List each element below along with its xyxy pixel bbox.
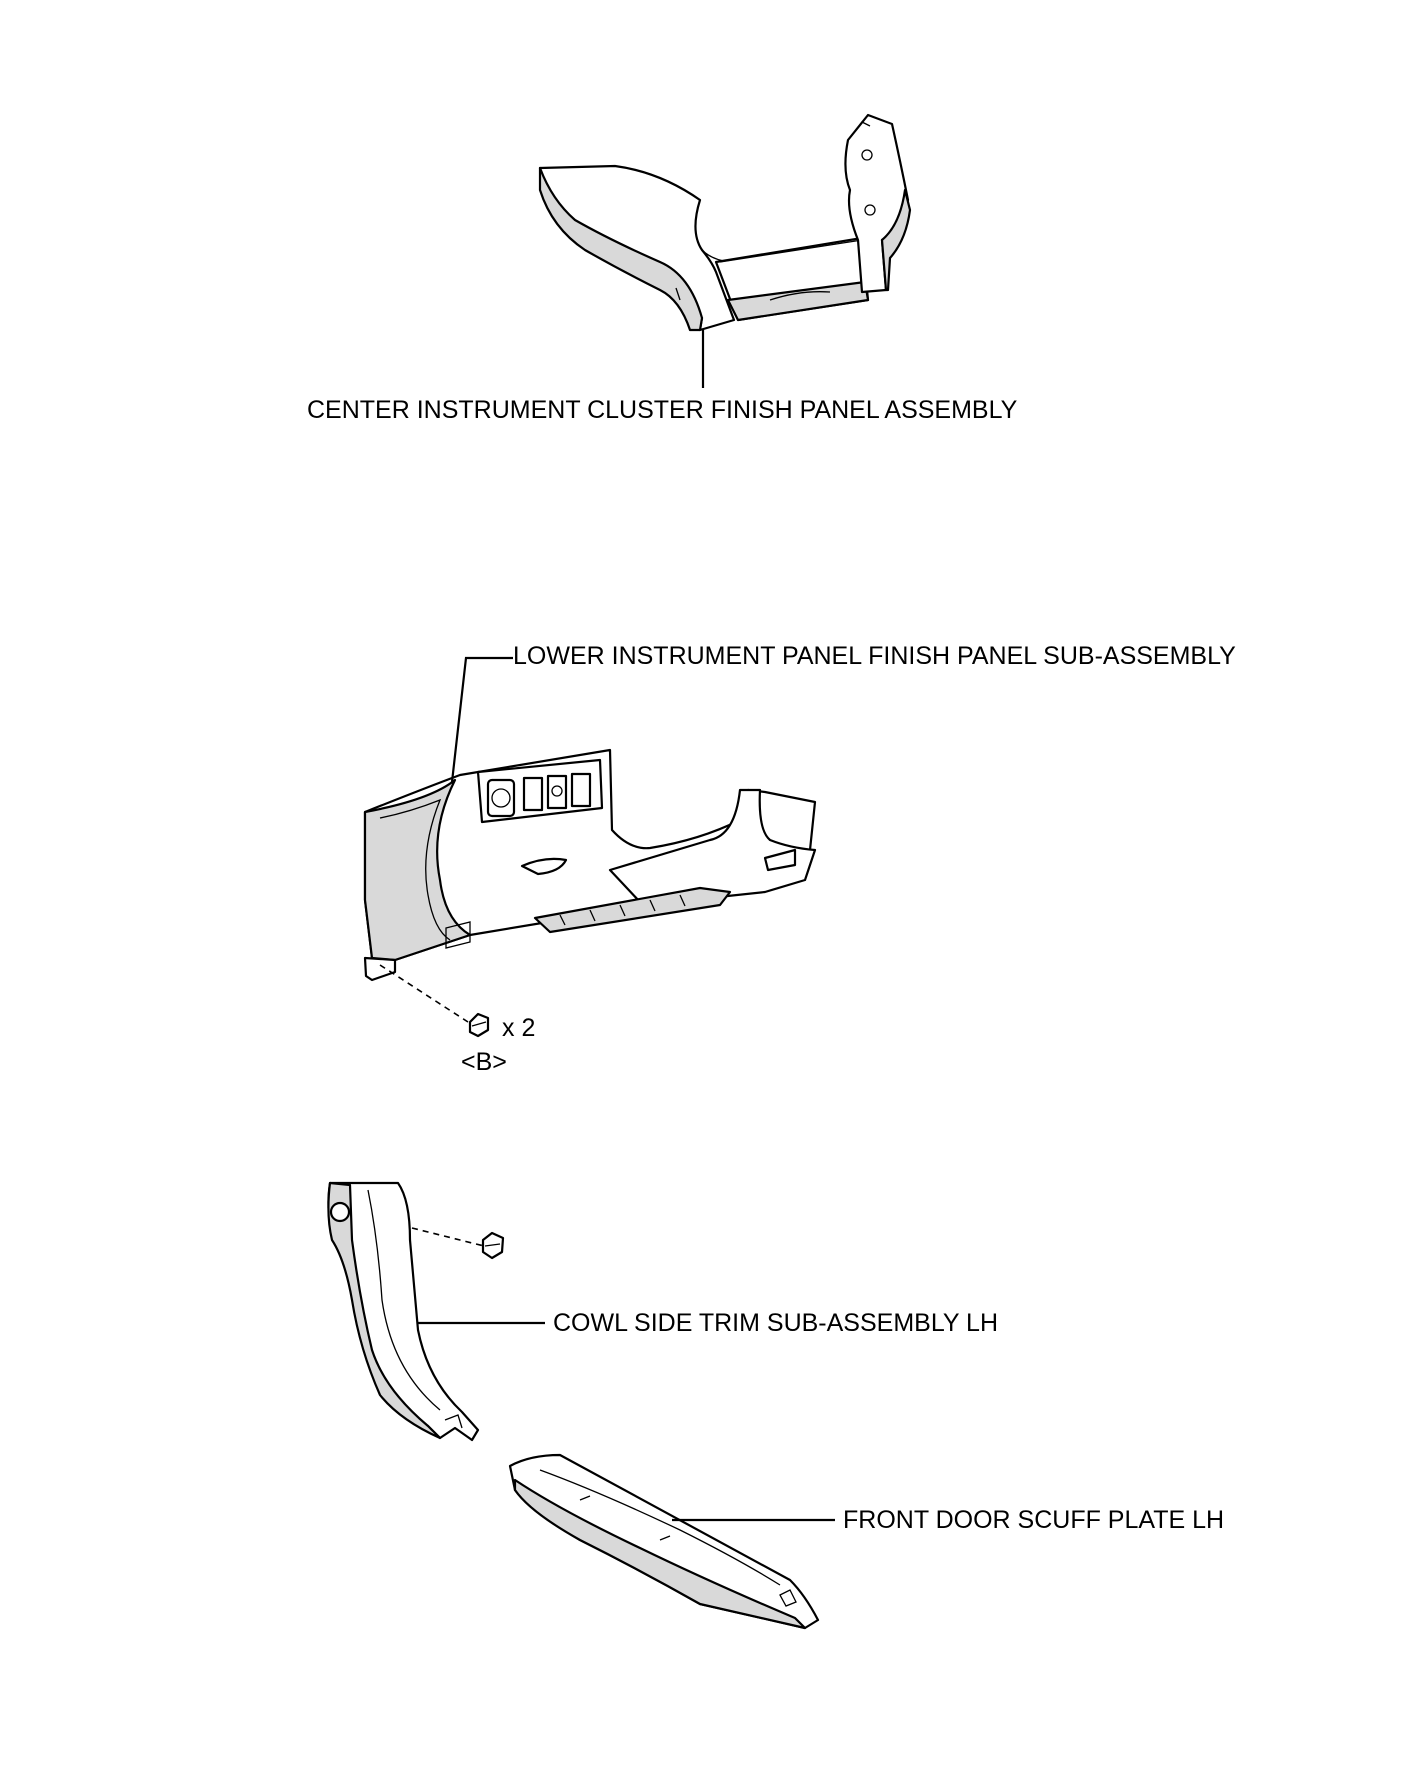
clip-icon xyxy=(481,1231,505,1260)
cowl-side-trim-lh xyxy=(327,1181,480,1442)
clip-dashed-line xyxy=(411,1227,485,1247)
center-cluster-finish-panel xyxy=(538,113,912,332)
scuff-plate-label: FRONT DOOR SCUFF PLATE LH xyxy=(843,1506,1225,1534)
lower-panel-leader xyxy=(450,656,513,783)
bolt-quantity-label: x 2 xyxy=(502,1014,536,1042)
lower-instrument-finish-panel xyxy=(363,748,817,982)
bolt-icon xyxy=(468,1012,490,1038)
front-door-scuff-plate-lh xyxy=(508,1453,820,1630)
center-panel-label: CENTER INSTRUMENT CLUSTER FINISH PANEL A… xyxy=(307,396,1018,424)
cowl-trim-label: COWL SIDE TRIM SUB-ASSEMBLY LH xyxy=(553,1309,999,1337)
lower-panel-label: LOWER INSTRUMENT PANEL FINISH PANEL SUB-… xyxy=(513,642,1236,670)
bolt-code-label: <B> xyxy=(461,1048,507,1076)
bolt-dashed-line xyxy=(379,964,469,1023)
